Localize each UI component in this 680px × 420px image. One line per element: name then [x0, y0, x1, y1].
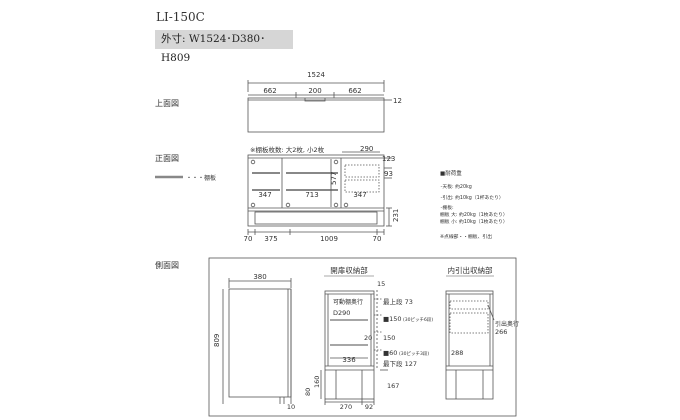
bottom-1009: 1009 [320, 235, 338, 243]
bottom-70-left: 70 [244, 235, 253, 243]
shelf-depth-label: 可動棚奥行 [333, 298, 363, 306]
top-view-label: 上面図 [155, 99, 179, 108]
drawer-depth-label: 引出奥行 [495, 320, 519, 328]
top-total-width: 1524 [307, 71, 325, 79]
dim-93: 93 [384, 170, 393, 178]
pitch-lower-note: (30ピッチ3段) [399, 350, 429, 357]
bottom-70-right: 70 [373, 235, 382, 243]
load-title: ■耐荷重 [440, 169, 462, 177]
top-seg-mid: 200 [308, 87, 321, 95]
dim-15: 15 [377, 280, 385, 288]
top-thickness: 12 [393, 97, 402, 105]
dim-123: 123 [382, 155, 395, 163]
top-seg-left: 662 [263, 87, 276, 95]
front-view-label: 正面図 [155, 154, 179, 163]
drawer-depth-value: 266 [495, 328, 507, 336]
front-view-drawing [247, 151, 392, 235]
outer-dimensions-badge: 外寸: W1524･D380･H809 [155, 30, 293, 64]
drawer-cabinet-drawing [445, 290, 495, 400]
drawer-cabinet-title: 内引出収納部 [448, 265, 493, 275]
side-height: 809 [213, 334, 221, 347]
dim-336: 336 [342, 356, 356, 364]
side-foot-80: 80 [304, 388, 312, 396]
load-line3: ･棚板: [440, 204, 454, 211]
pitch-upper-note: (30ピッチ6段) [403, 316, 433, 323]
dim-713: 713 [305, 191, 318, 199]
dim-288: 288 [451, 349, 463, 357]
load-line4: 棚板 大: 約20kg（1枚あたり） [440, 211, 508, 218]
load-line2: ･引出: 約10kg（1杯あたり） [440, 194, 504, 201]
door-cabinet-title: 開扉収納部 [330, 265, 368, 275]
dim-150: 150 [383, 334, 395, 342]
top-view-drawing [247, 80, 392, 133]
bottom-shelf-label: 最下段 127 [383, 359, 417, 368]
shelf-count-note: ※棚板枚数: 大2枚, 小2枚 [250, 145, 325, 154]
dim-290: 290 [360, 145, 373, 153]
shelf-legend-label: ・・・棚板 [186, 174, 216, 182]
dim-577: 577 [330, 172, 338, 185]
dim-20: 20 [364, 334, 372, 342]
top-seg-right: 662 [348, 87, 361, 95]
dim-160: 160 [313, 376, 321, 388]
side-view-frame [208, 257, 517, 417]
dim-270: 270 [340, 403, 352, 411]
pitch-upper: ■150 [383, 315, 402, 323]
load-footnote: ※点線部・・棚板、引出 [440, 233, 492, 240]
side-depth: 380 [253, 273, 266, 281]
dim-231: 231 [392, 209, 400, 222]
dim-347-right: 347 [353, 191, 366, 199]
top-shelf-label: 最上段 73 [383, 297, 413, 306]
shelf-depth-value: D290 [333, 309, 350, 317]
load-line1: ･天板: 約20kg [440, 183, 472, 190]
side-view-label: 側面図 [155, 261, 179, 270]
bottom-375: 375 [264, 235, 277, 243]
side-foot-10: 10 [287, 403, 295, 411]
model-number: LI-150C [156, 10, 205, 24]
door-cabinet-drawing [320, 290, 388, 405]
side-view-drawing [222, 278, 292, 404]
dim-92: 92 [365, 403, 373, 411]
pitch-lower: ■60 [383, 349, 397, 357]
load-line5: 棚板 小: 約10kg（1枚あたり） [440, 218, 508, 225]
dim-347-left: 347 [258, 191, 271, 199]
dim-167: 167 [387, 382, 399, 390]
